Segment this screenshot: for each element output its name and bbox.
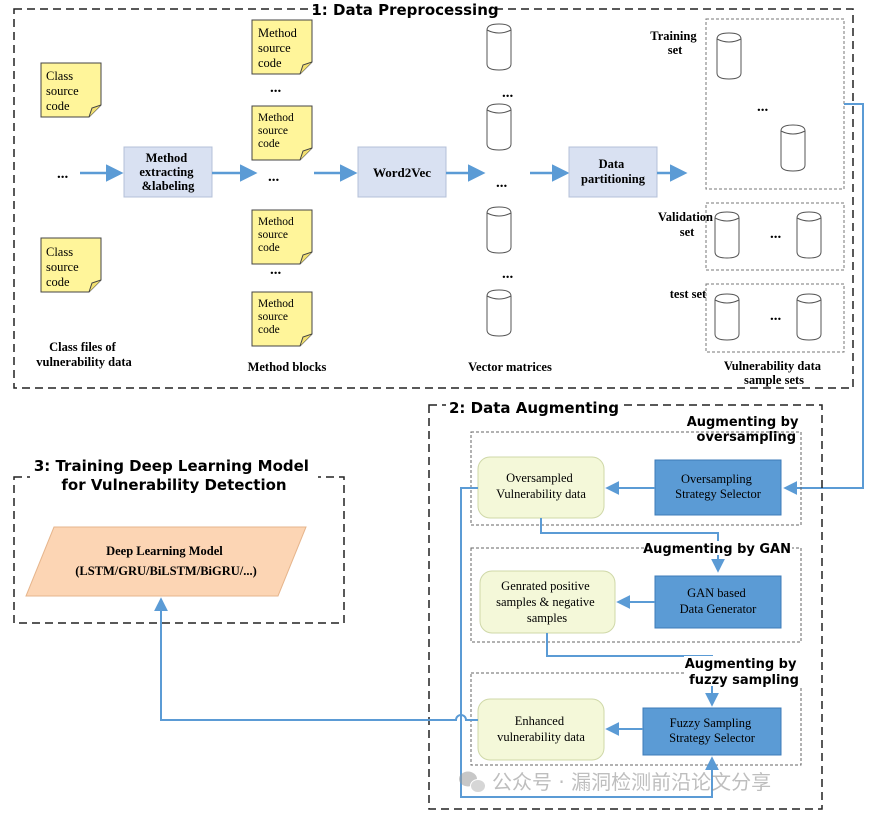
gan-group — [470, 547, 802, 643]
fuzzy-group-title: Augmenting by fuzzy sampling — [685, 657, 801, 688]
vector-ellipsis-3: ... — [502, 266, 514, 282]
section-augmenting-frame — [428, 404, 823, 810]
vector-matrix-1 — [486, 23, 512, 71]
training-set-label: Training set — [650, 29, 699, 57]
test-set-ellipsis: ... — [770, 308, 782, 324]
section-preprocessing-title: 1: Data Preprocessing — [311, 1, 498, 19]
vector-matrix-3 — [486, 206, 512, 254]
connector-training-to-oversampling — [783, 103, 864, 495]
caption-vector-matrices: Vector matrices — [468, 360, 552, 374]
connector-oversampled-bypass — [460, 487, 719, 798]
caption-class-files: Class files of vulnerability data — [36, 340, 132, 369]
section-augmenting-title: 2: Data Augmenting — [449, 399, 619, 417]
vector-ellipsis-2: ... — [496, 175, 508, 191]
vector-matrix-4 — [486, 289, 512, 337]
deep-learning-model-shape — [25, 526, 307, 597]
watermark-text: 公众号 · 漏洞检测前沿论文分享 — [492, 770, 771, 794]
method-source-note-1-text: Method source code — [258, 26, 300, 70]
gan-generator-label: GAN based Data Generator — [680, 586, 758, 616]
enhanced-data-label: Enhanced vulnerability data — [497, 714, 585, 744]
watermark: 公众号 · 漏洞检测前沿论文分享 — [459, 770, 771, 794]
validation-set-cylinder-2 — [796, 211, 822, 259]
deep-learning-model-label: Deep Learning Model (LSTM/GRU/BiLSTM/BiG… — [75, 544, 257, 578]
enhanced-data-box — [477, 698, 605, 761]
wechat-icon — [459, 771, 486, 793]
training-set-ellipsis: ... — [757, 99, 769, 115]
method-source-note-3-text: Method source code — [258, 216, 297, 254]
gan-generator-box — [654, 575, 782, 629]
test-set-box — [705, 283, 845, 353]
validation-set-box — [705, 202, 845, 271]
fuzzy-selector-box — [642, 707, 782, 756]
method-ellipsis-2: ... — [268, 169, 280, 185]
oversampling-selector-box — [654, 459, 782, 516]
class-source-note-1-text: Class source code — [46, 69, 82, 113]
validation-set-cylinder-1 — [714, 211, 740, 259]
method-extracting-label: Method extracting &labeling — [139, 151, 196, 193]
data-partitioning-label: Data partitioning — [581, 157, 646, 186]
training-set-cylinder-1 — [716, 32, 742, 80]
word2vec-label: Word2Vec — [373, 165, 431, 180]
word2vec-box — [357, 146, 447, 198]
test-set-cylinder-2 — [796, 293, 822, 341]
test-set-label: test set — [670, 287, 707, 301]
fuzzy-selector-label: Fuzzy Sampling Strategy Selector — [669, 716, 756, 745]
oversampling-group-title: Augmenting by oversampling — [687, 415, 803, 445]
section-training-title: 3: Training Deep Learning Model for Vuln… — [34, 457, 314, 494]
oversampling-selector-label: Oversampling Strategy Selector — [675, 472, 762, 501]
method-source-note-2-text: Method source code — [258, 112, 297, 150]
class-source-note-2-text: Class source code — [46, 245, 82, 289]
connector-enhanced-to-model — [154, 597, 478, 721]
caption-sample-sets: Vulnerability data sample sets — [724, 359, 824, 387]
section-training-frame — [13, 476, 345, 624]
vector-matrix-2 — [486, 103, 512, 151]
validation-set-label: Validation set — [658, 210, 716, 239]
validation-set-ellipsis: ... — [770, 226, 782, 242]
method-ellipsis-3: ... — [270, 262, 282, 278]
test-set-cylinder-1 — [714, 293, 740, 341]
method-source-note-4-text: Method source code — [258, 298, 297, 336]
method-ellipsis-1: ... — [270, 80, 282, 96]
generated-samples-label: Genrated positive samples & negative sam… — [496, 579, 598, 625]
vector-ellipsis-1: ... — [502, 85, 514, 101]
class-ellipsis: ... — [57, 166, 69, 182]
training-set-cylinder-2 — [780, 124, 806, 172]
method-extracting-box — [123, 146, 213, 198]
gan-group-title: Augmenting by GAN — [643, 542, 791, 557]
oversampling-group — [470, 431, 802, 526]
oversampled-data-label: Oversampled Vulnerability data — [496, 471, 586, 501]
caption-method-blocks: Method blocks — [248, 360, 327, 374]
